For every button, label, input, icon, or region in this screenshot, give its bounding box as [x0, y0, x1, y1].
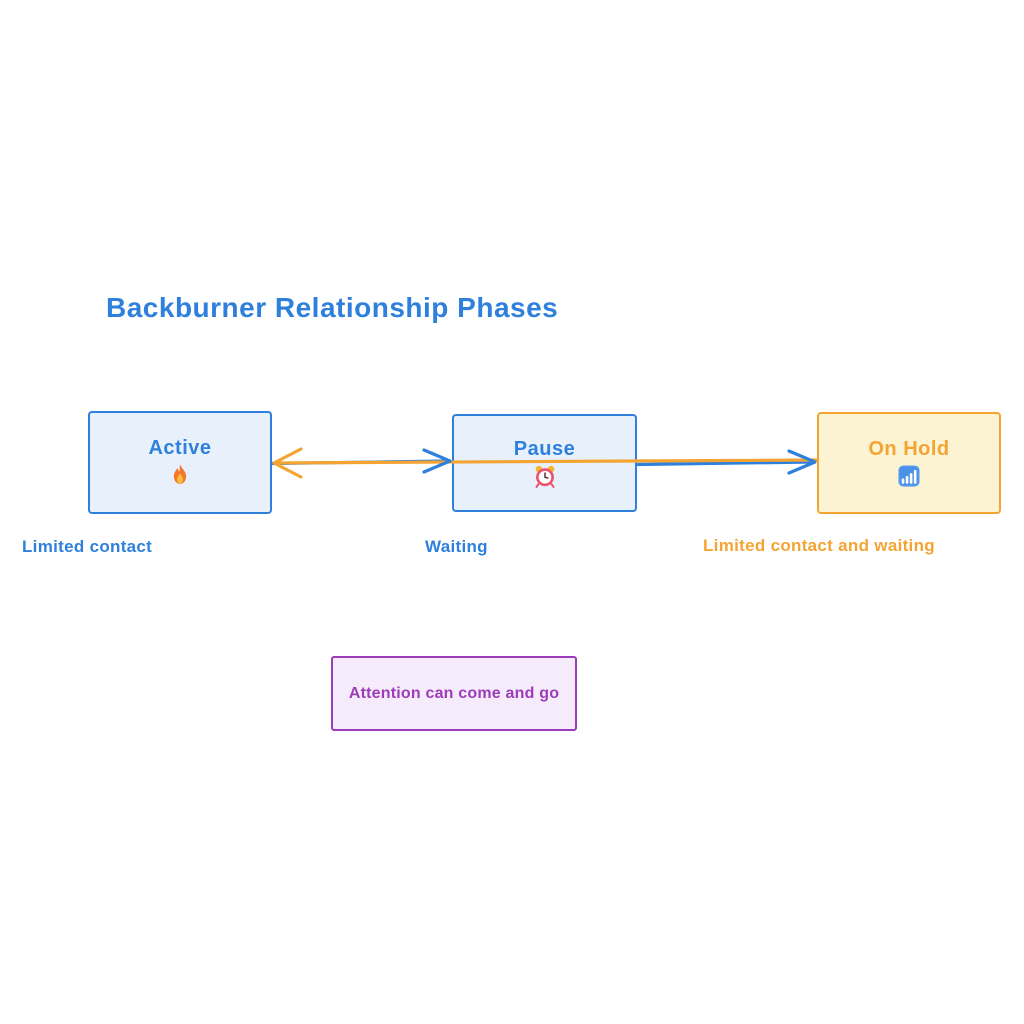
diagram-title: Backburner Relationship Phases: [106, 292, 559, 323]
edge-active-to-pause: [270, 459, 450, 466]
edge-pause-to-onhold: [636, 460, 814, 467]
node-pause-label: Pause: [513, 437, 576, 460]
node-pause: Pause: [452, 414, 637, 512]
caption-onhold: Limited contact and waiting: [703, 536, 935, 555]
node-onhold: On Hold: [817, 412, 1001, 514]
alarm-clock-emoji: [532, 463, 558, 489]
node-onhold-label: On Hold: [868, 437, 950, 460]
antenna-bars-emoji: [896, 463, 922, 489]
node-active: Active: [88, 411, 272, 514]
node-active-label: Active: [148, 437, 212, 459]
fire-emoji: [167, 462, 193, 488]
note-box: Attention can come and go: [331, 656, 577, 731]
caption-pause: Waiting: [425, 537, 488, 556]
arrowhead-at-pause: [422, 448, 452, 474]
arrowhead-at-active: [272, 447, 303, 479]
note-text: Attention can come and go: [348, 684, 560, 702]
arrowhead-at-onhold: [787, 449, 817, 475]
caption-active: Limited contact: [22, 537, 153, 556]
